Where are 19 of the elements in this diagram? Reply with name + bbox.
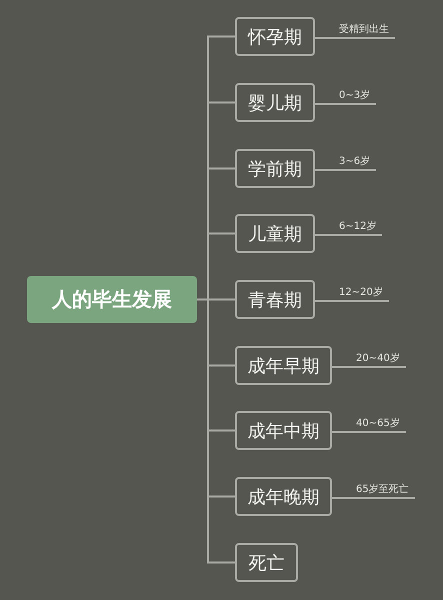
stage-box: 成年晚期 bbox=[235, 477, 332, 516]
underlined-note: 20~40岁 bbox=[332, 352, 406, 368]
stage-box: 死亡 bbox=[235, 543, 298, 582]
stage-box: 怀孕期 bbox=[235, 17, 315, 56]
stage-box: 婴儿期 bbox=[235, 83, 315, 122]
underlined-note: 0~3岁 bbox=[315, 90, 376, 104]
stage-box: 学前期 bbox=[235, 149, 315, 188]
underlined-note: 12~20岁 bbox=[315, 286, 389, 302]
stage-box: 成年早期 bbox=[235, 346, 332, 385]
underlined-note: 65岁至死亡 bbox=[332, 484, 415, 498]
root-topic-box: 人的毕生发展 bbox=[27, 276, 197, 323]
underlined-note: 6~12岁 bbox=[315, 220, 382, 236]
underlined-note: 受精到出生 bbox=[315, 24, 395, 38]
connector-line bbox=[197, 298, 235, 564]
underlined-note: 40~65岁 bbox=[332, 418, 406, 432]
underlined-note: 3~6岁 bbox=[315, 156, 376, 170]
stage-box: 成年中期 bbox=[235, 411, 332, 450]
stage-box: 儿童期 bbox=[235, 214, 315, 253]
stage-box: 青春期 bbox=[235, 280, 315, 319]
